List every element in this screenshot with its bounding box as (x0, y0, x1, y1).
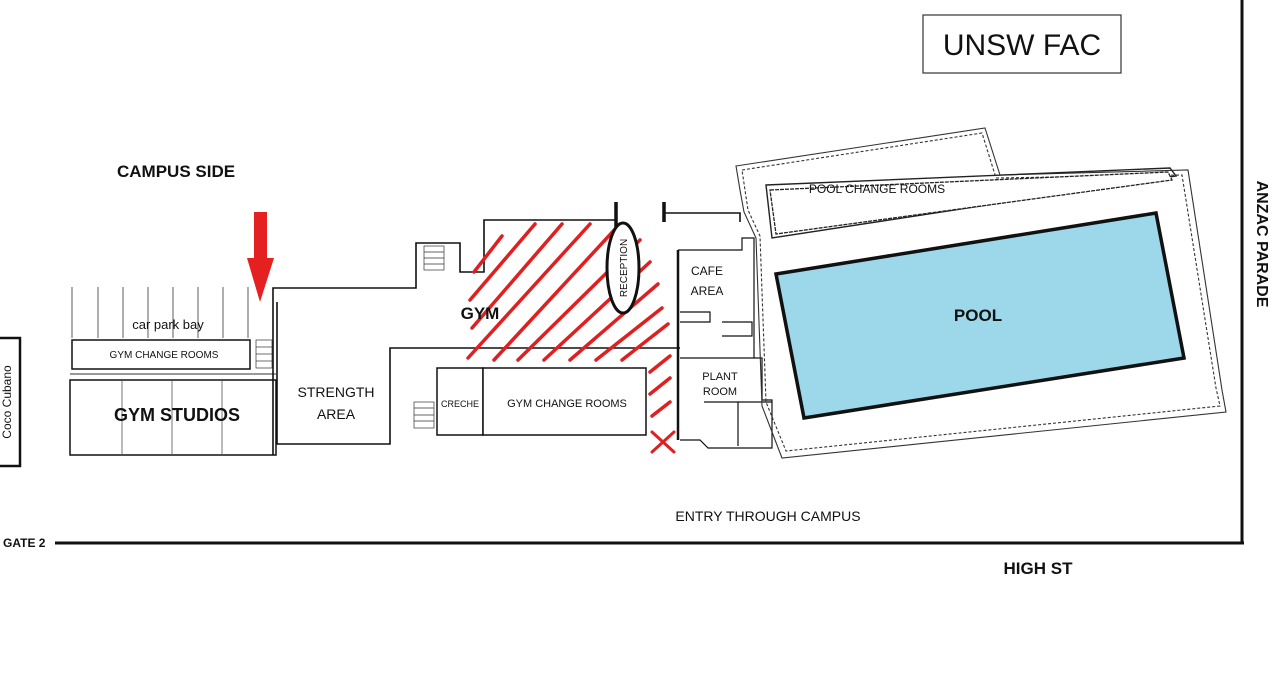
plant-room (680, 357, 773, 449)
pool-complex (735, 127, 1227, 459)
creche: CRECHE (436, 367, 484, 436)
car-park-bay-label: car park bay (132, 317, 204, 332)
coco-cubano-building: Coco Cubano (0, 336, 22, 468)
gym-change-rooms-central-label: GYM CHANGE ROOMS (507, 398, 627, 410)
strength-area-label-2: AREA (317, 406, 356, 422)
plant-room-label-1: PLANT (702, 371, 738, 383)
gym-studios-label: GYM STUDIOS (114, 405, 240, 425)
gym-studios: GYM STUDIOS (69, 373, 277, 456)
plant-room-label-2: ROOM (703, 386, 737, 398)
x-mark-icon (650, 430, 676, 454)
gate-2-label: GATE 2 (3, 536, 46, 550)
gym-change-rooms-west: GYM CHANGE ROOMS (71, 339, 251, 370)
main-building-outline (272, 202, 741, 455)
entry-through-campus-label: ENTRY THROUGH CAMPUS (675, 508, 860, 524)
pool-change-rooms: POOL CHANGE ROOMS (769, 171, 1173, 235)
west-stairs (255, 339, 273, 369)
gym-change-rooms-west-label: GYM CHANGE ROOMS (110, 350, 219, 361)
down-arrow-icon (247, 212, 274, 302)
anzac-parade-label: ANZAC PARADE (1253, 181, 1270, 308)
pool-change-rooms-label: POOL CHANGE ROOMS (809, 182, 945, 196)
cafe-area-label-2: AREA (691, 284, 724, 298)
coco-cubano-label: Coco Cubano (0, 365, 14, 439)
pool: POOL (773, 211, 1187, 420)
pool-label: POOL (954, 306, 1002, 325)
campus-side-label: CAMPUS SIDE (117, 162, 235, 181)
site-boundary (55, 0, 1244, 545)
cafe-area (676, 237, 755, 440)
reception: RECEPTION (605, 221, 641, 315)
gym-stairs (423, 245, 445, 271)
gym-label: GYM (461, 304, 500, 323)
reception-label: RECEPTION (619, 239, 630, 297)
high-st-label: HIGH ST (1004, 559, 1074, 578)
car-park-bay (71, 287, 249, 338)
creche-stairs (413, 401, 435, 429)
creche-label: CRECHE (441, 399, 479, 409)
map-title: UNSW FAC (943, 29, 1101, 62)
strength-area-label-1: STRENGTH (298, 384, 375, 400)
title-box: UNSW FAC (922, 14, 1122, 74)
gym-change-rooms-central: GYM CHANGE ROOMS (482, 367, 647, 436)
cafe-area-label-1: CAFE (691, 264, 723, 278)
